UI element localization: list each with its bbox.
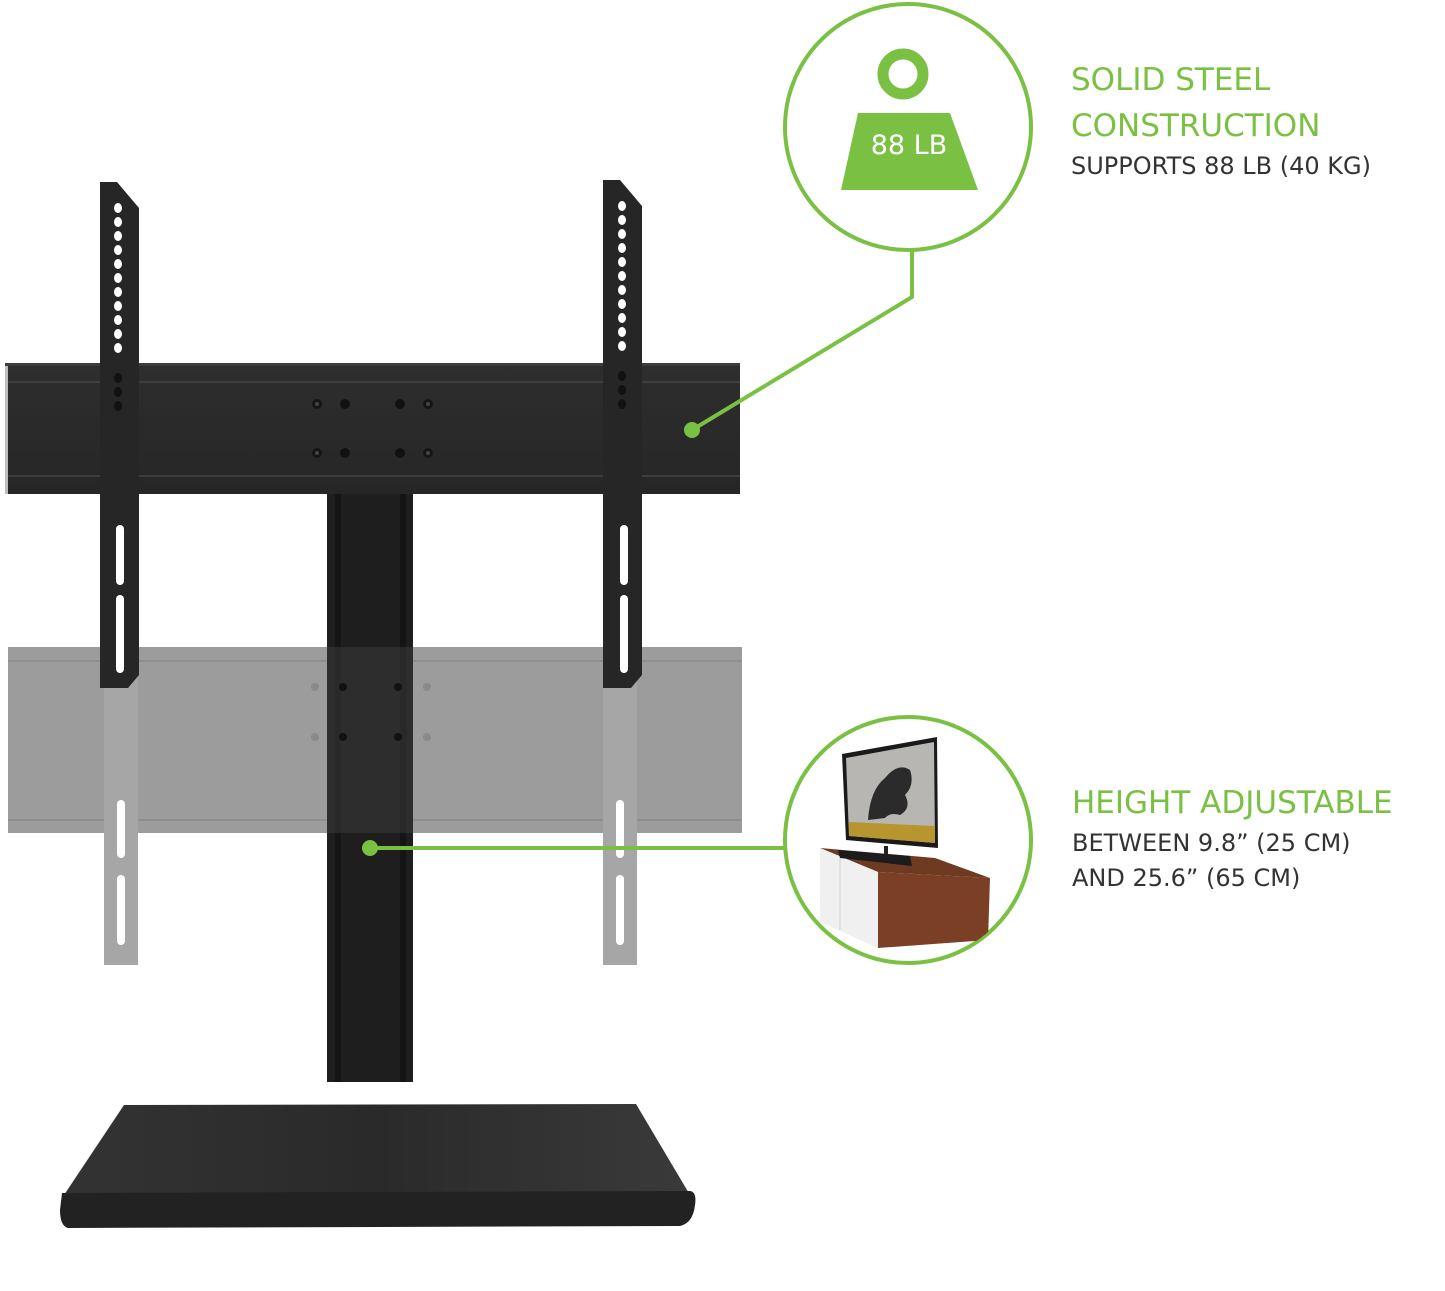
steel-callout-text: SOLID STEEL CONSTRUCTION SUPPORTS 88 LB …	[1071, 57, 1371, 184]
center-column	[327, 492, 413, 1082]
height-callout-graphic	[362, 715, 1033, 965]
tv-on-cabinet-photo	[820, 737, 990, 948]
left-vesa-bracket	[100, 182, 139, 688]
height-callout-text: HEIGHT ADJUSTABLE BETWEEN 9.8” (25 CM) A…	[1072, 780, 1393, 896]
weight-icon-label: 88 LB	[870, 130, 948, 161]
steel-subline: SUPPORTS 88 LB (40 KG)	[1071, 152, 1371, 180]
height-headline: HEIGHT ADJUSTABLE	[1072, 785, 1393, 821]
steel-headline-line-1: SOLID STEEL	[1071, 62, 1271, 98]
height-subline-line-2: AND 25.6” (65 CM)	[1072, 864, 1301, 892]
base-plate	[60, 1104, 696, 1228]
weight-callout-graphic	[684, 2, 1033, 438]
height-subline-line-1: BETWEEN 9.8” (25 CM)	[1072, 829, 1351, 857]
right-vesa-bracket	[603, 180, 642, 688]
weight-icon	[841, 48, 978, 190]
steel-headline-line-2: CONSTRUCTION	[1071, 108, 1321, 144]
